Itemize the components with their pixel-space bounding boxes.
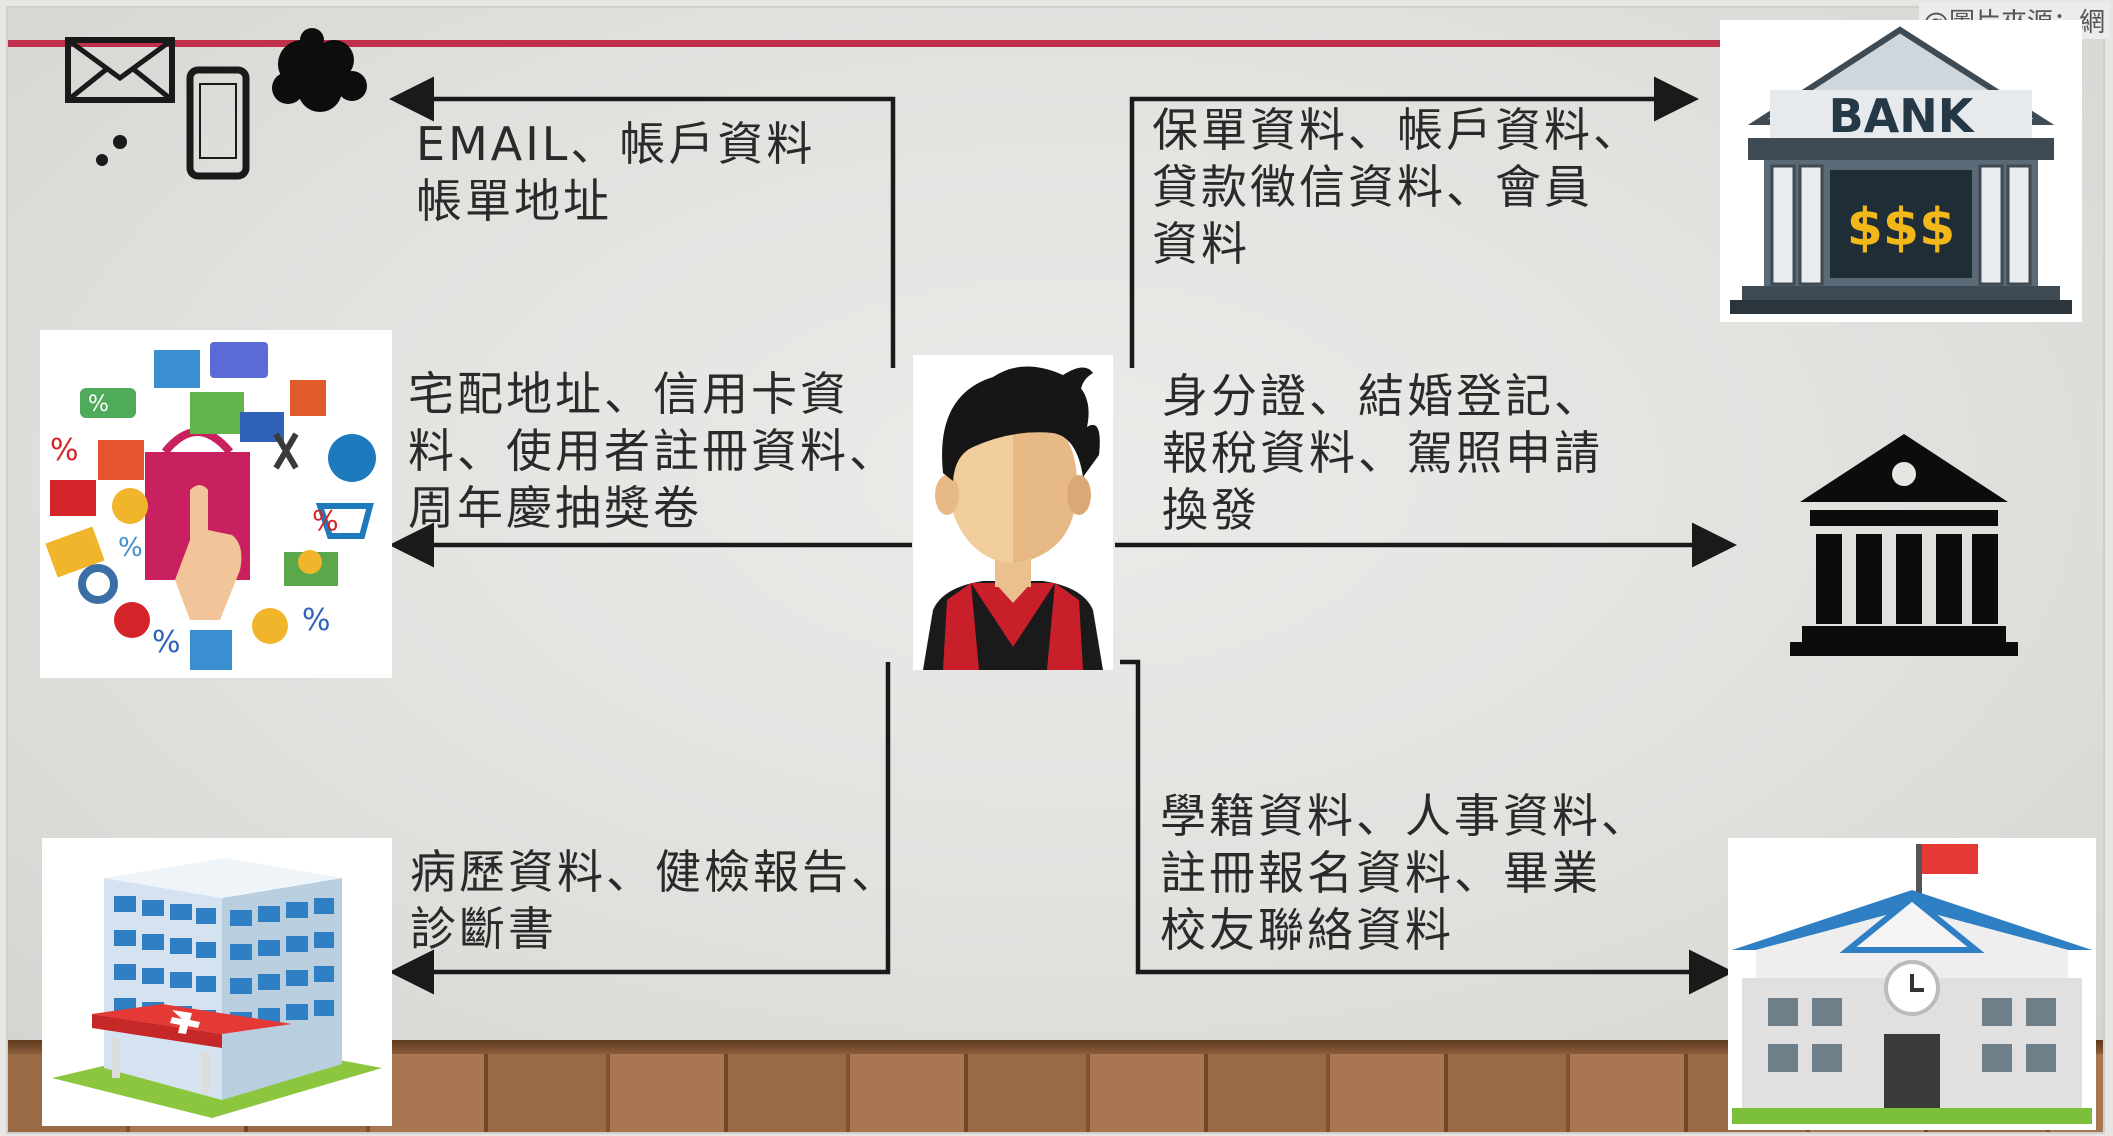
label-school: 學籍資料、人事資料、 註冊報名資料、畢業 校友聯絡資料 [1160, 788, 1650, 959]
mail-phone-icon [62, 28, 382, 188]
arrow-to-school [1120, 659, 1734, 995]
svg-text:%: % [152, 625, 181, 660]
label-shopping: 宅配地址、信用卡資 料、使用者註冊資料、 周年慶抽獎卷 [408, 366, 898, 537]
svg-text:%: % [88, 392, 109, 417]
label-line: 宅配地址、信用卡資 [408, 367, 849, 421]
label-hospital: 病歷資料、健檢報告、 診斷書 [410, 844, 900, 958]
label-line: 註冊報名資料、畢業 [1160, 846, 1601, 900]
arrow-to-hospital [389, 662, 891, 995]
svg-text:%: % [118, 533, 143, 563]
label-government: 身分證、結婚登記、 報稅資料、駕照申請 換發 [1162, 368, 1603, 539]
government-building-icon [1786, 430, 2022, 656]
shopping-icon: % % % % % % [40, 330, 392, 678]
arrow-to-email [389, 76, 896, 368]
label-bank: 保單資料、帳戶資料、 貸款徵信資料、會員 資料 [1152, 102, 1642, 273]
svg-text:%: % [50, 433, 79, 468]
label-line: EMAIL、帳戶資料 [416, 117, 816, 171]
person-icon [923, 366, 1103, 670]
svg-text:%: % [302, 603, 331, 638]
label-line: 資料 [1152, 217, 1250, 271]
person-avatar [913, 355, 1113, 670]
label-line: 學籍資料、人事資料、 [1160, 789, 1650, 843]
label-line: 帳單地址 [416, 174, 612, 228]
label-line: 料、使用者註冊資料、 [408, 424, 898, 478]
bank-sign-text: BANK [1829, 89, 1976, 143]
label-line: 換發 [1162, 483, 1260, 537]
label-line: 診斷書 [410, 902, 557, 956]
bank-money-text: $$$ [1847, 198, 1956, 258]
school-icon [1728, 838, 2096, 1130]
label-line: 身分證、結婚登記、 [1162, 369, 1603, 423]
bank-icon: BANK $$$ [1720, 20, 2082, 322]
accent-line [8, 40, 1730, 47]
arrow-to-bank [1129, 76, 1699, 368]
label-line: 校友聯絡資料 [1160, 903, 1454, 957]
label-line: 報稅資料、駕照申請 [1162, 426, 1603, 480]
label-email: EMAIL、帳戶資料 帳單地址 [416, 116, 815, 230]
hospital-icon [42, 838, 392, 1126]
slide-border [6, 6, 2105, 1134]
label-line: 貸款徵信資料、會員 [1152, 160, 1593, 214]
label-line: 周年慶抽獎卷 [408, 481, 702, 535]
label-line: 病歷資料、健檢報告、 [410, 845, 900, 899]
label-line: 保單資料、帳戶資料、 [1152, 103, 1642, 157]
svg-text:%: % [312, 504, 339, 537]
